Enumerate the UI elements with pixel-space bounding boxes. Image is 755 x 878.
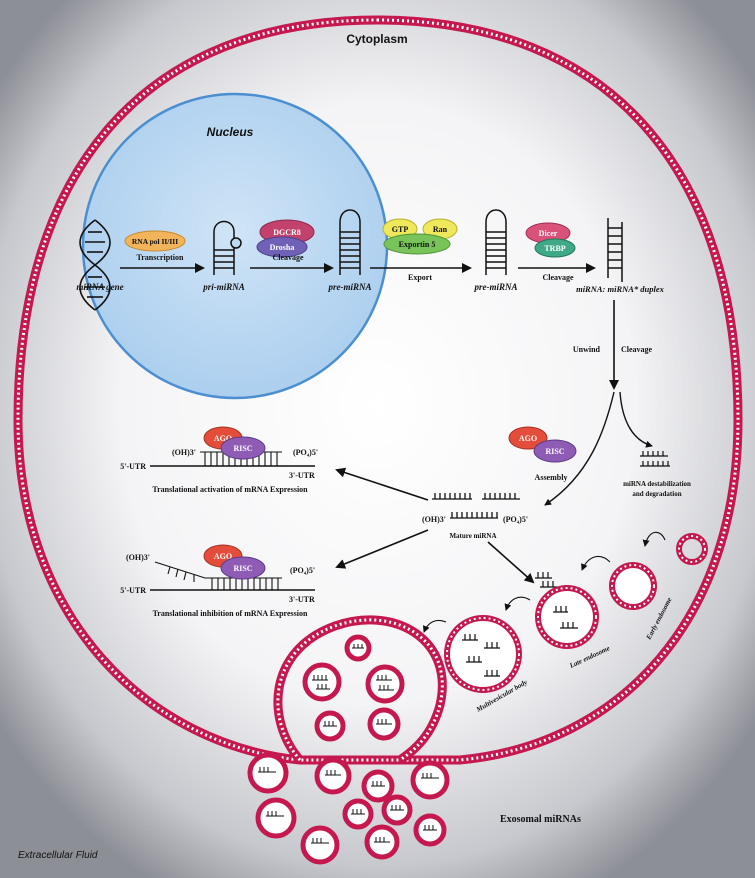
- pri-mirna-label: pri-miRNA: [202, 282, 245, 292]
- pre-mirna-cytoplasm-label: pre-miRNA: [473, 282, 517, 292]
- activation-arrow: [335, 467, 429, 501]
- inhibition-title: Translational inhibition of mRNA Express…: [153, 609, 308, 618]
- trbp-label: TRBP: [544, 244, 565, 253]
- pre-mirna-nucleus-label: pre-miRNA: [327, 282, 371, 292]
- duplex-label: miRNA: miRNA* duplex: [576, 284, 665, 294]
- mirna-duplex: [607, 218, 623, 282]
- assembly-label: Assembly: [535, 473, 568, 482]
- activation-complex: AGO RISC: [150, 426, 315, 467]
- pre-mirna-hairpin-cytoplasm: [485, 209, 507, 275]
- rna-pol-protein: RNA pol II/III: [124, 230, 186, 252]
- gtp-label: GTP: [392, 225, 409, 234]
- exportin-label: Exportin 5: [399, 240, 436, 249]
- secretory-body: [273, 615, 447, 764]
- extracellular-fluid-label: Extracellular Fluid: [18, 850, 98, 861]
- transcription-label: Transcription: [137, 253, 185, 262]
- cleavage-label-3: Cleavage: [621, 345, 653, 354]
- cell-membrane: [13, 15, 743, 765]
- risc-assembly-label: RISC: [545, 447, 564, 456]
- dna-helix: [79, 219, 111, 311]
- degradation-arrow: [619, 391, 653, 448]
- bot-po4-label: (PO₄)5': [290, 566, 315, 575]
- inner-exosomes: [302, 634, 405, 742]
- mature-po4-label: (PO₄)5': [503, 515, 528, 524]
- top-5utr-label: 5'-UTR: [120, 462, 146, 471]
- ago-assembly-label: AGO: [519, 434, 537, 443]
- top-oh3-label: (OH)3': [172, 448, 196, 457]
- top-po4-label: (PO₄)5': [293, 448, 318, 457]
- bot-oh3-label: (OH)3': [126, 553, 150, 562]
- pre-mirna-hairpin-nucleus: [339, 209, 361, 275]
- cleavage-label-1: Cleavage: [272, 253, 304, 262]
- dgcr8-label: DGCR8: [273, 228, 301, 237]
- assembly-risc-complex: AGO RISC: [508, 426, 577, 463]
- ago-bot-label: AGO: [214, 552, 232, 561]
- destabilization-label-1: miRNA destabilization: [623, 480, 691, 488]
- ran-label: Ran: [433, 225, 448, 234]
- dicer-label: Dicer: [539, 229, 558, 238]
- late-endosome: [535, 585, 599, 649]
- exportin-complex: GTP Ran Exportin 5: [382, 218, 458, 255]
- cytoplasm-label: Cytoplasm: [346, 32, 407, 46]
- drosha-label: Drosha: [270, 243, 295, 252]
- inhibition-complex: AGO RISC: [150, 544, 315, 591]
- mature-mirna-label: Mature miRNA: [449, 532, 496, 540]
- bot-5utr-label: 5'-UTR: [120, 586, 146, 595]
- dicer-complex: Dicer TRBP: [525, 222, 576, 258]
- mirna-gene-label: miRNA gene: [76, 282, 123, 292]
- nucleus-label: Nucleus: [207, 125, 254, 139]
- export-label: Export: [408, 273, 432, 282]
- pri-mirna-hairpin: [213, 220, 242, 275]
- exosome-path-arrow: [487, 541, 535, 584]
- degraded-fragments: [640, 451, 670, 467]
- exosomal-mirnas-label: Exosomal miRNAs: [500, 814, 581, 825]
- free-mirna-cluster: [535, 572, 557, 588]
- multivesicular-body: [444, 615, 522, 693]
- extracellular-exosomes: [247, 752, 450, 865]
- assembly-arrow: [544, 391, 615, 506]
- bot-3utr-label: 3'-UTR: [289, 595, 315, 604]
- destabilization-label-2: and degradation: [632, 490, 681, 498]
- mature-mirna: [432, 493, 520, 519]
- risc-bot-label: RISC: [233, 564, 252, 573]
- activation-title: Translational activation of mRNA Express…: [152, 485, 308, 494]
- early-endosome: [609, 562, 657, 610]
- rna-pol-label: RNA pol II/III: [132, 237, 178, 246]
- inhibition-arrow: [335, 529, 429, 569]
- cleavage-label-2: Cleavage: [542, 273, 574, 282]
- top-3utr-label: 3'-UTR: [289, 471, 315, 480]
- endosome-pathway-arrows: [422, 531, 666, 633]
- risc-top-label: RISC: [233, 444, 252, 453]
- unwind-label: Unwind: [573, 345, 601, 354]
- mature-oh3-label: (OH)3': [422, 515, 446, 524]
- ago-top-label: AGO: [214, 434, 232, 443]
- microprocessor-complex: DGCR8 Drosha: [256, 219, 315, 258]
